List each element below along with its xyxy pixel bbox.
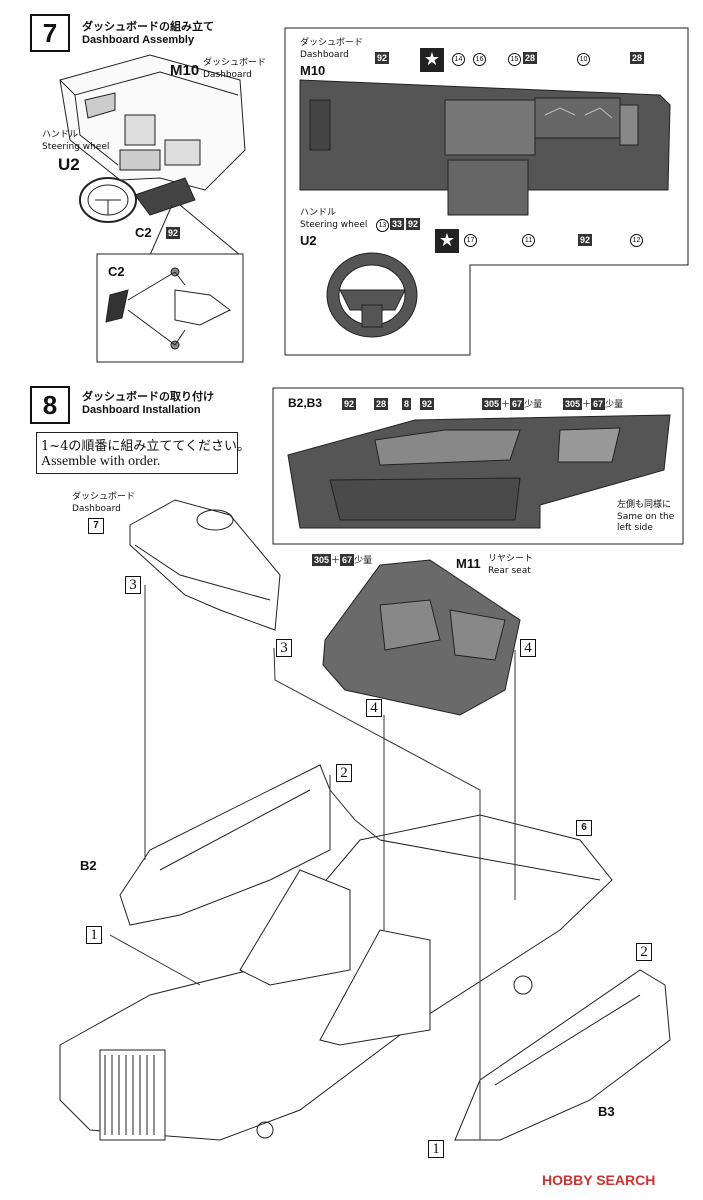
color-92-b: 92: [578, 234, 593, 246]
order-4-a: 4: [520, 639, 536, 657]
panel-28: 28: [374, 398, 389, 410]
step-6-ref: 6: [576, 820, 592, 836]
panel-92-a: 92: [342, 398, 357, 410]
mix-a-67: 67: [510, 398, 525, 410]
detail-dash-jp: ダッシュボード: [300, 38, 364, 48]
order-2-b: 2: [636, 943, 652, 961]
seat-mix-67: 67: [340, 554, 355, 566]
detail-c2: C2: [108, 264, 125, 279]
dash-en: Dashboard: [72, 504, 121, 514]
dash-step-ref: 7: [88, 518, 104, 534]
handle-en: Steering wheel: [42, 142, 110, 152]
seat-mix-305: 305: [312, 554, 332, 566]
step-7-title-en: Dashboard Assembly: [82, 34, 195, 46]
m11-code: M11: [456, 556, 481, 571]
same-side-jp: 左側も同様に: [617, 500, 672, 510]
seat-mix-small: 少量: [354, 556, 373, 566]
color-11: 11: [522, 234, 535, 247]
hobby-search-watermark: HOBBY SEARCH: [542, 1172, 655, 1188]
color-12: 12: [630, 234, 643, 247]
mix-a-305: 305: [482, 398, 502, 410]
seat-mix-plus: ＋: [331, 556, 341, 566]
order-1-a: 1: [86, 926, 102, 944]
panel-8: 8: [402, 398, 412, 410]
hobby-search-brand: HOBBY SEARCH: [542, 1172, 656, 1188]
step-8-number: 8: [30, 386, 70, 424]
detail-dash-en: Dashboard: [300, 50, 349, 60]
b2b3-label: B2,B3: [288, 396, 323, 410]
order-3-a: 3: [125, 576, 141, 594]
m10-en: Dashboard: [203, 70, 252, 80]
panel-92-b: 92: [420, 398, 435, 410]
mix-b-67: 67: [591, 398, 606, 410]
color-13: 13: [376, 219, 389, 232]
handle-jp: ハンドル: [42, 130, 79, 140]
paint-tag-92: 92: [166, 227, 181, 239]
color-33: 33: [390, 218, 405, 230]
order-2-a: 2: [336, 764, 352, 782]
mix-b-small: 少量: [605, 400, 624, 410]
star-icon-2: ★: [435, 229, 459, 253]
order-1-b: 1: [428, 1140, 444, 1158]
step-7-number: 7: [30, 14, 70, 52]
order-note-jp: 1~4の順番に組み立ててください。: [41, 439, 251, 454]
m10-code: M10: [170, 62, 200, 79]
mix-b-305: 305: [563, 398, 583, 410]
color-92-c: 92: [406, 218, 421, 230]
mix-b-plus: ＋: [582, 400, 592, 410]
rear-seat-en: Rear seat: [488, 566, 531, 576]
color-16: 16: [473, 53, 486, 66]
step-8-title-en: Dashboard Installation: [82, 404, 201, 416]
detail-u2: U2: [300, 233, 317, 248]
color-92-a: 92: [375, 52, 390, 64]
same-side-en1: Same on the: [617, 512, 675, 522]
c2-code: C2: [135, 225, 152, 240]
star-icon: ★: [420, 48, 444, 72]
b3-label: B3: [598, 1104, 615, 1119]
m10-jp: ダッシュボード: [203, 58, 267, 68]
mix-a-small: 少量: [524, 400, 543, 410]
color-28-a: 28: [523, 52, 538, 64]
detail-m10: M10: [300, 63, 326, 78]
order-4-b: 4: [366, 699, 382, 717]
step-7-title-jp: ダッシュボードの組み立て: [82, 20, 214, 33]
rear-seat-jp: リヤシート: [488, 554, 534, 564]
color-28-b: 28: [630, 52, 645, 64]
step-8-title-jp: ダッシュボードの取り付け: [82, 390, 214, 403]
color-17: 17: [464, 234, 477, 247]
color-10: 10: [577, 53, 590, 66]
mix-a-plus: ＋: [501, 400, 511, 410]
order-note: 1~4の順番に組み立ててください。 Assemble with order.: [36, 432, 251, 474]
b2-label: B2: [80, 858, 97, 873]
order-note-en: Assemble with order.: [41, 454, 161, 469]
dash-jp: ダッシュボード: [72, 492, 136, 502]
u2-code: U2: [58, 155, 80, 174]
detail-handle-jp: ハンドル: [300, 208, 337, 218]
color-14: 14: [452, 53, 465, 66]
color-15: 15: [508, 53, 521, 66]
order-3-b: 3: [276, 639, 292, 657]
detail-handle-en: Steering wheel: [300, 220, 368, 230]
same-side-en2: left side: [617, 523, 653, 533]
